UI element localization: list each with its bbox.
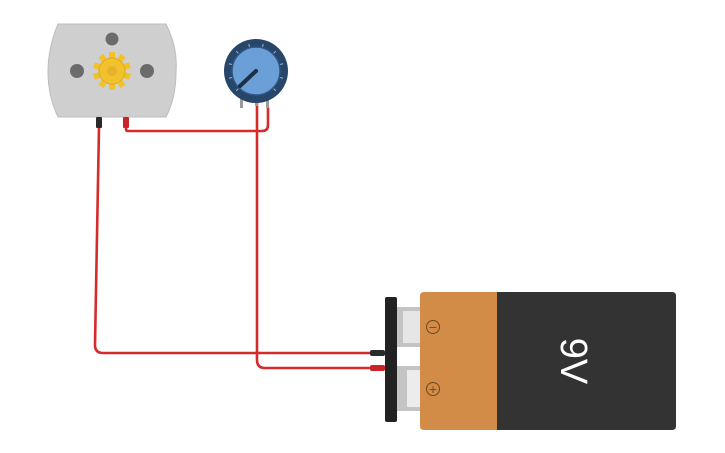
battery-lead-negative[interactable] xyxy=(370,350,385,356)
motor-screw-top xyxy=(105,32,119,46)
wires xyxy=(93,101,374,370)
battery-lead-positive[interactable] xyxy=(370,365,385,371)
battery-terminal-negative-face xyxy=(403,311,421,343)
potentiometer[interactable] xyxy=(224,39,288,108)
battery-9v[interactable]: − + 9V xyxy=(370,292,676,430)
wire-motor-to-potentiometer[interactable] xyxy=(124,106,270,133)
wire-motor-to-battery-negative[interactable] xyxy=(93,125,374,355)
motor-screw-right xyxy=(140,64,154,78)
gear-icon xyxy=(93,52,131,90)
motor-terminal-negative[interactable] xyxy=(96,117,102,128)
pot-pin-left xyxy=(240,92,243,108)
battery-connector-plate xyxy=(385,297,397,422)
pot-scale-ticks xyxy=(228,43,284,92)
battery-terminal-positive-face xyxy=(407,370,421,407)
battery-negative-symbol: − xyxy=(428,321,437,334)
battery-negative-mark xyxy=(426,320,440,334)
battery-positive-symbol: + xyxy=(428,383,437,396)
motor-screw-left xyxy=(70,64,84,78)
pot-knob-indicator xyxy=(238,69,258,88)
battery-body xyxy=(497,292,676,430)
dc-motor[interactable] xyxy=(47,23,177,128)
wire-potentiometer-to-battery-positive[interactable] xyxy=(255,101,374,370)
motor-terminal-positive[interactable] xyxy=(123,117,129,128)
battery-band xyxy=(420,292,497,430)
battery-positive-mark xyxy=(426,382,440,396)
battery-voltage-label: 9V xyxy=(552,338,594,385)
